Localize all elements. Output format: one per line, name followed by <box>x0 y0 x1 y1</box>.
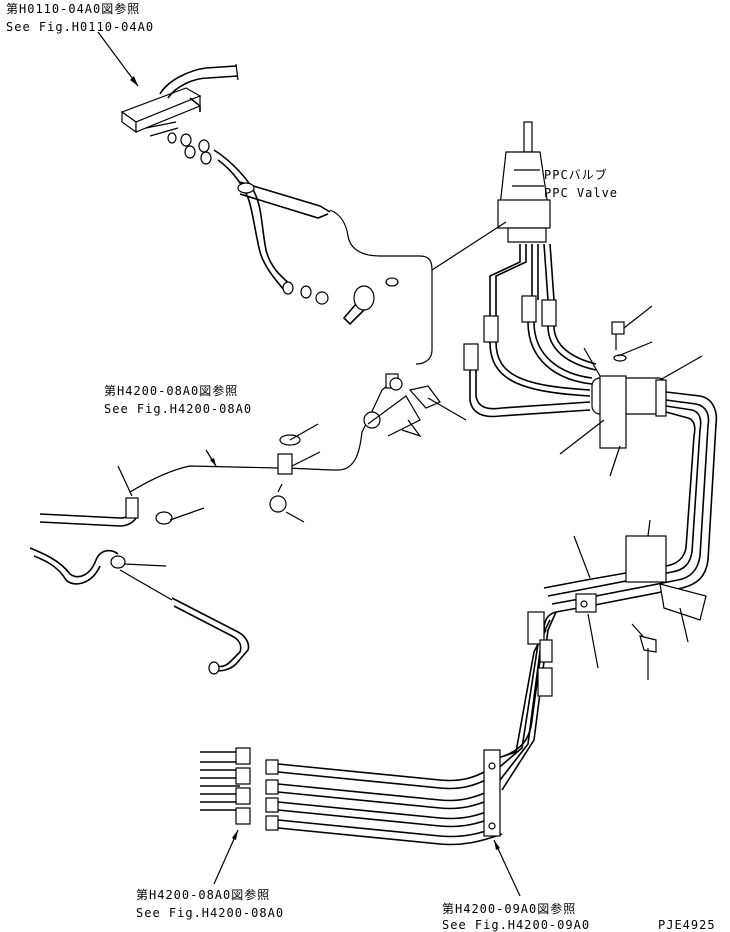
callout-mid-left-jp: 第H4200-08A0図参照 <box>104 384 239 398</box>
callout-top-left-en: See Fig.H0110-04A0 <box>6 20 155 34</box>
pipe-clamp <box>591 321 667 449</box>
callout-bottom-left-en: See Fig.H4200-08A0 <box>136 906 285 920</box>
callout-ppc-jp: PPCバルブ <box>544 168 608 182</box>
callout-top-left-jp: 第H0110-04A0図参照 <box>6 2 141 16</box>
drawing-number: PJE4925 <box>658 918 716 932</box>
callout-ppc-en: PPC Valve <box>544 186 619 200</box>
bottom-hoses <box>200 747 503 846</box>
leader-lines-right <box>401 305 707 680</box>
callout-mid-left-en: See Fig.H4200-08A0 <box>104 402 253 416</box>
ppc-valve <box>431 121 551 271</box>
callout-bottom-right-jp: 第H4200-09A0図参照 <box>442 902 577 916</box>
mid-left-assembly <box>29 373 467 675</box>
ppc-pipes <box>463 243 597 418</box>
leader-bottom-right <box>493 839 521 897</box>
callout-bottom-right-en: See Fig.H4200-09A0 <box>442 918 591 932</box>
top-manifold-assembly <box>120 63 433 365</box>
callout-bottom-left-jp: 第H4200-08A0図参照 <box>136 888 271 902</box>
main-pipe-bundle <box>491 391 718 791</box>
leader-top-left <box>97 31 139 87</box>
